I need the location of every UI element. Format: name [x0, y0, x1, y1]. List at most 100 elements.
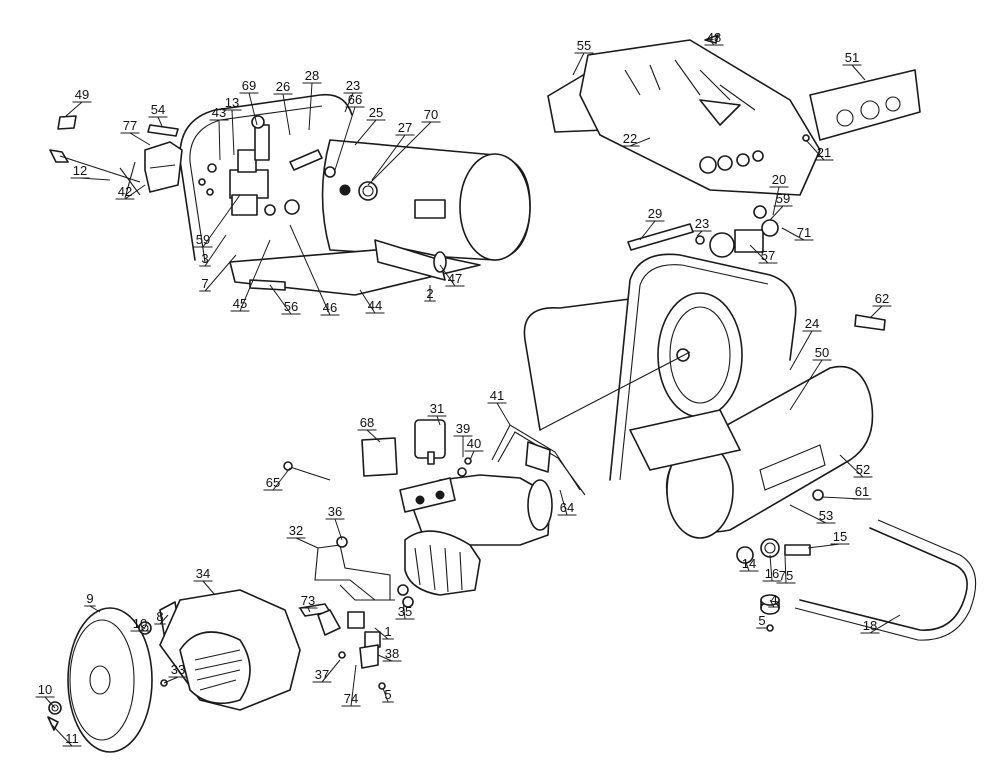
callout-14: 14: [739, 556, 759, 572]
callout-73: 73: [298, 593, 318, 613]
callout-26: 26: [273, 79, 293, 136]
callout-15: 15: [807, 529, 850, 549]
callout-leader-line: [70, 177, 111, 181]
callout-label: 47: [448, 271, 462, 286]
callout-label: 52: [856, 462, 870, 477]
callout-label: 57: [761, 248, 775, 263]
callout-label: 8: [156, 609, 163, 624]
callout-leader-line: [312, 659, 341, 683]
callout-label: 20: [772, 172, 786, 187]
callout-leader-line: [84, 605, 101, 613]
callout-label: 71: [797, 225, 811, 240]
callout-leader-line: [51, 724, 82, 747]
callout-18: 18: [860, 614, 901, 634]
callout-leader-line: [869, 305, 892, 319]
callout-label: 16: [765, 566, 779, 581]
callout-label: 18: [863, 618, 877, 633]
motor-pump-group: [283, 419, 586, 608]
callout-leader-line: [302, 82, 322, 131]
callout-label: 59: [196, 232, 210, 247]
callout-leader-line: [148, 116, 168, 127]
callout-label: 27: [398, 120, 412, 135]
callout-43: 43: [209, 105, 229, 161]
callout-label: 13: [225, 95, 239, 110]
callout-leader-line: [395, 599, 415, 620]
callout-label: 74: [344, 691, 358, 706]
callout-leader-line: [115, 184, 146, 200]
callout-13: 13: [222, 95, 242, 156]
callout-label: 49: [75, 87, 89, 102]
callout-label: 46: [323, 300, 337, 315]
callout-label: 43: [212, 105, 226, 120]
callout-label: 11: [65, 731, 79, 746]
callout-45: 45: [230, 239, 271, 312]
callout-55: 55: [572, 38, 594, 76]
callout-label: 53: [819, 508, 833, 523]
callout-29: 29: [639, 206, 665, 241]
callout-leader-line: [805, 139, 834, 161]
callout-leader-line: [789, 359, 832, 411]
callout-label: 2: [426, 286, 433, 301]
callout-leader-line: [357, 429, 381, 443]
callout-75: 75: [776, 554, 796, 584]
callout-59: 59: [193, 194, 241, 248]
callout-label: 34: [196, 566, 210, 581]
callout-41: 41: [487, 388, 511, 426]
callout-label: 61: [855, 484, 869, 499]
callout-leader-line: [199, 234, 227, 267]
callout-27: 27: [371, 120, 415, 181]
callout-label: 5: [384, 687, 391, 702]
callout-leader-line: [289, 224, 340, 316]
callout-label: 54: [151, 102, 165, 117]
callout-leader-line: [367, 121, 441, 186]
callout-label: 4: [770, 592, 777, 607]
callout-70: 70: [367, 107, 441, 186]
callout-21: 21: [805, 139, 834, 161]
callout-leader-line: [130, 627, 150, 632]
callout-35: 35: [395, 599, 415, 620]
callout-label: 23: [695, 216, 709, 231]
callout-label: 7: [201, 276, 208, 291]
callout-leader-line: [749, 244, 778, 264]
callout-leader-line: [193, 580, 216, 596]
callout-61: 61: [821, 484, 872, 500]
callout-leader-line: [273, 93, 293, 136]
callout-leader-line: [382, 687, 394, 703]
callout-leader-line: [704, 39, 724, 46]
callout-label: 9: [86, 591, 93, 606]
callout-leader-line: [354, 119, 386, 146]
callout-leader-line: [789, 504, 836, 524]
callout-label: 12: [73, 163, 87, 178]
callout-28: 28: [302, 68, 322, 131]
callout-label: 23: [346, 78, 360, 93]
callout-leader-line: [35, 696, 56, 709]
callout-42: 42: [115, 184, 146, 200]
main-frame: [523, 253, 977, 641]
callout-label: 66: [348, 92, 362, 107]
callout-label: 28: [305, 68, 319, 83]
callout-label: 75: [779, 568, 793, 583]
callout-31: 31: [427, 401, 447, 426]
callout-leader-line: [453, 435, 473, 457]
callout-leader-line: [572, 52, 594, 76]
callout-8: 8: [154, 609, 169, 625]
callout-label: 21: [817, 145, 831, 160]
callout-label: 70: [424, 107, 438, 122]
callout-49: 49: [65, 87, 92, 117]
callout-leader-line: [427, 415, 447, 426]
callout-leader-line: [692, 230, 712, 237]
callout-label: 24: [805, 316, 819, 331]
callout-7: 7: [199, 254, 237, 292]
callout-4: 4: [768, 592, 780, 608]
callout-52: 52: [839, 454, 873, 478]
callout-74: 74: [341, 664, 361, 707]
callout-label: 69: [242, 78, 256, 93]
callout-leader-line: [371, 134, 415, 181]
callout-47: 47: [439, 264, 465, 287]
callout-50: 50: [789, 345, 832, 411]
callout-leader-line: [325, 518, 345, 541]
callout-68: 68: [357, 415, 381, 443]
callout-44: 44: [359, 289, 385, 314]
callout-leader-line: [781, 227, 814, 241]
callout-33: 33: [163, 662, 188, 684]
